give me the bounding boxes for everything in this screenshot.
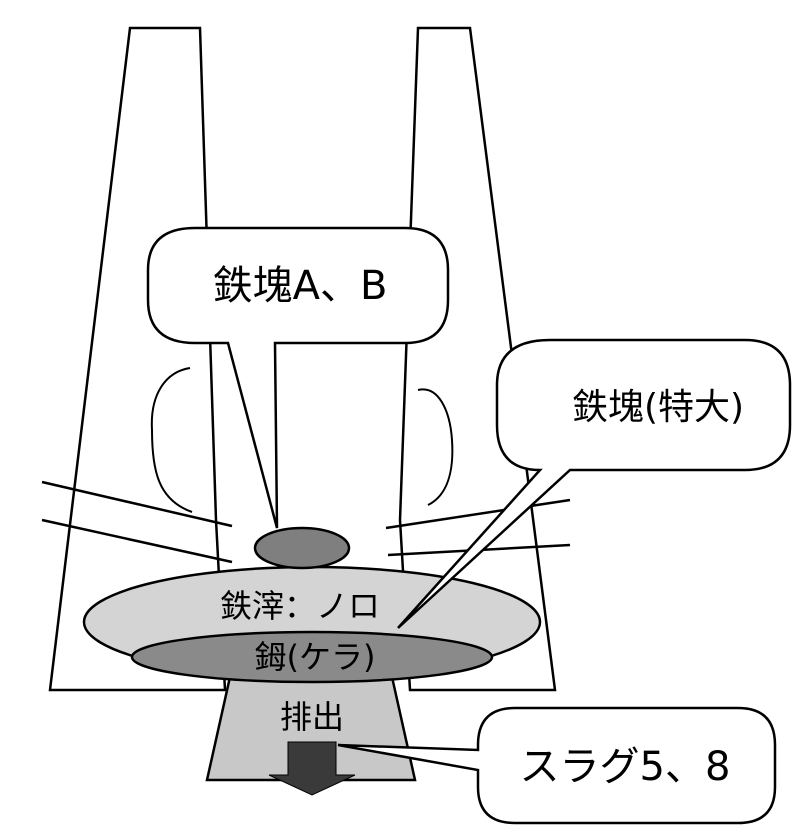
- callout-slag-bubble: [337, 706, 777, 825]
- callout-iron-lump-ab-bubble: [146, 226, 450, 529]
- down-arrow-icon: [268, 741, 356, 796]
- discharge-label: 排出: [280, 698, 344, 736]
- furnace-right-wall: [398, 26, 557, 692]
- callout-iron-lump-large-text: 鉄塊(特大): [572, 387, 744, 428]
- left-tuyere-upper: [41, 480, 233, 528]
- kera-layer-label: 鉧(ケラ): [255, 638, 376, 676]
- kera-layer-ellipse: [130, 630, 494, 684]
- callout-iron-lump-large-bubble: [397, 338, 792, 629]
- iron-lump: [253, 526, 351, 570]
- right-wall-bulge: [417, 388, 454, 506]
- callout-slag-text: スラグ5、8: [520, 744, 731, 790]
- slag-layer-label: 鉄滓：ノロ: [220, 587, 380, 625]
- right-tuyere-upper: [385, 498, 571, 530]
- left-wall-bulge: [150, 367, 193, 513]
- left-tuyere-lower: [41, 518, 233, 564]
- callout-iron-lump-ab-text: 鉄塊A、B: [213, 263, 388, 309]
